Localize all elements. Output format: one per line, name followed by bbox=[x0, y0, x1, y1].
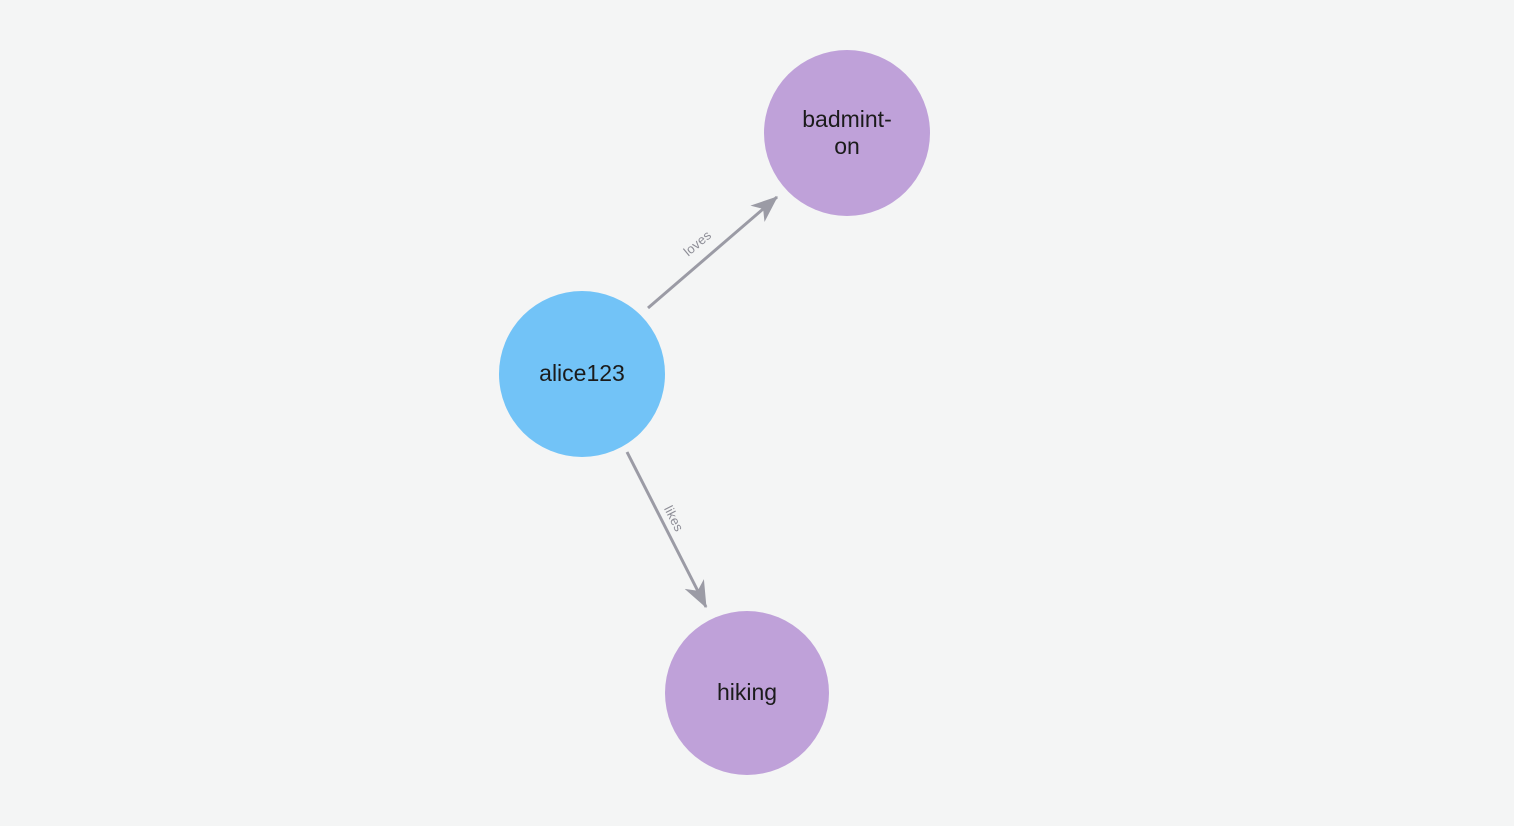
graph-node-hiking-label: hiking bbox=[716, 679, 778, 706]
graph-node-alice123[interactable]: alice123 bbox=[499, 291, 665, 457]
graph-node-badminton[interactable]: badmint- on bbox=[764, 50, 930, 216]
edge-loves-line[interactable] bbox=[647, 195, 778, 310]
graph-node-hiking[interactable]: hiking bbox=[665, 611, 829, 775]
edge-loves[interactable]: loves bbox=[647, 195, 778, 310]
graph-node-alice123-label: alice123 bbox=[539, 360, 625, 387]
edge-likes-line[interactable] bbox=[625, 451, 708, 609]
graph-node-badminton-label: badmint- on bbox=[802, 105, 892, 159]
edge-likes[interactable]: likes bbox=[625, 451, 708, 609]
